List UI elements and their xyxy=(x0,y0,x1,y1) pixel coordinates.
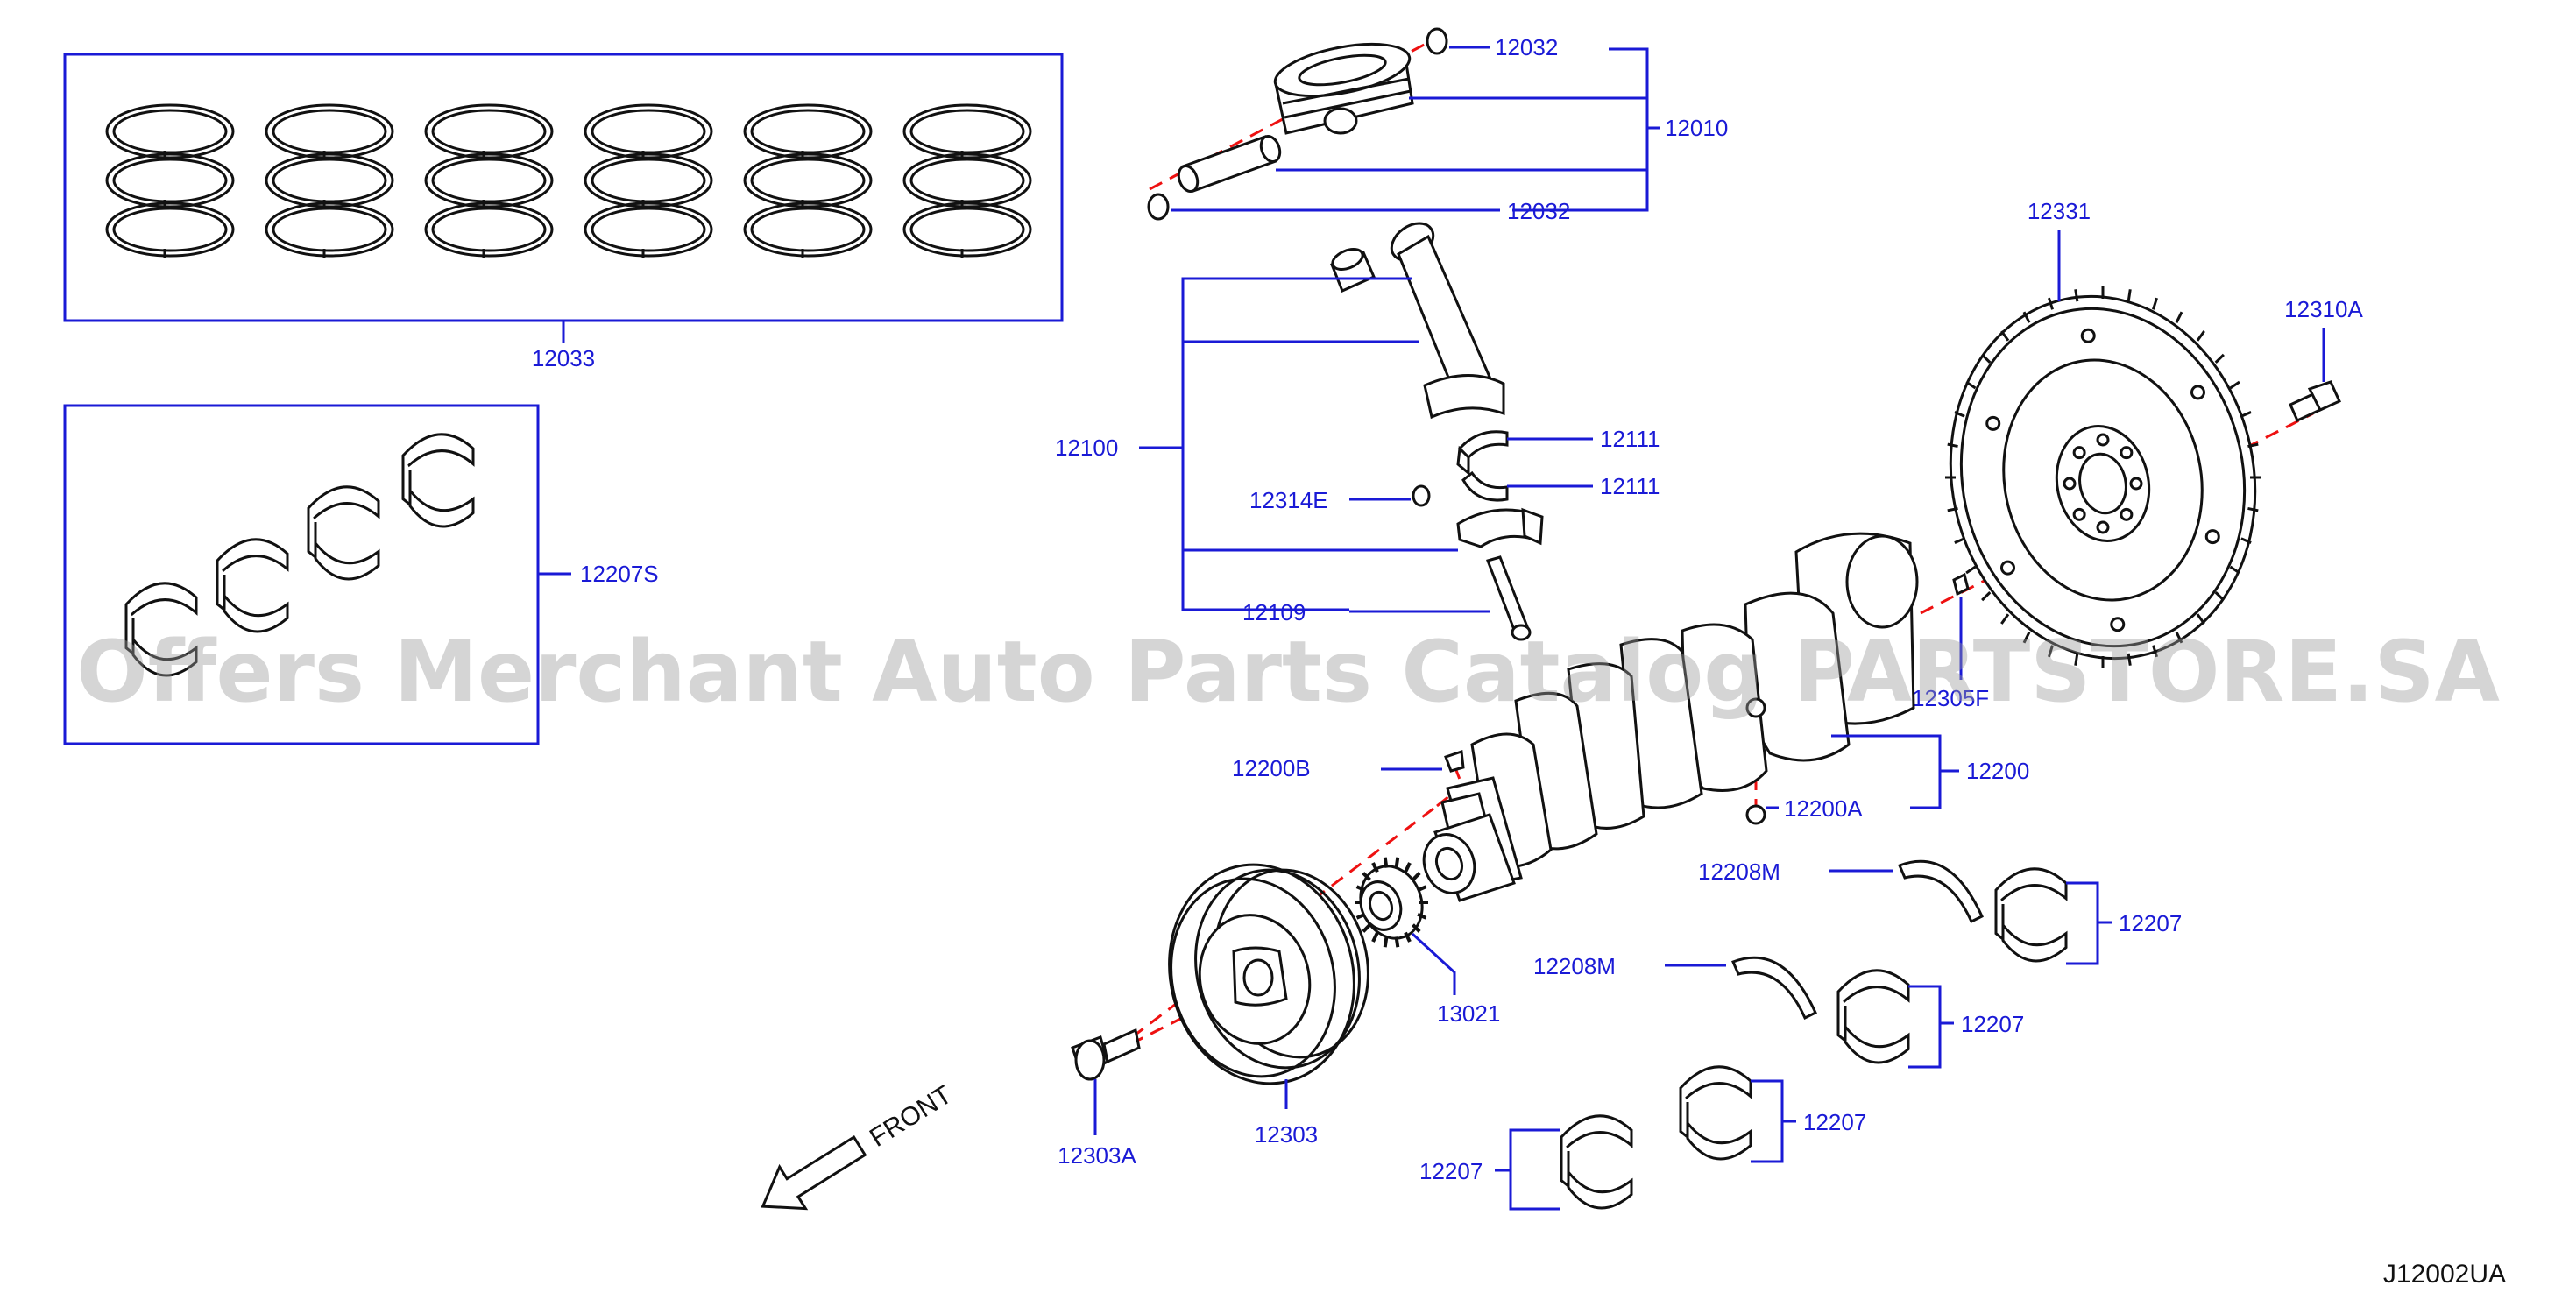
label-12109[interactable]: 12109 xyxy=(1242,599,1306,625)
label-12207-a[interactable]: 12207 xyxy=(2119,910,2182,936)
label-12033[interactable]: 12033 xyxy=(532,345,595,371)
flywheel-ring-gear xyxy=(1945,286,2261,668)
thrust-washer-upper xyxy=(1898,859,1984,924)
bearing-set-shell xyxy=(307,485,380,581)
woodruff-key-part xyxy=(1444,749,1465,773)
piston-ring-stack xyxy=(105,103,235,258)
bearing-set-shell xyxy=(216,538,289,633)
label-12032-bottom[interactable]: 12032 xyxy=(1507,198,1570,224)
leader-13021 xyxy=(1411,932,1456,995)
rod-bolt-part xyxy=(1486,555,1532,641)
rod-nut-part xyxy=(1412,484,1431,507)
flywheel-bolt-holes xyxy=(1985,328,2220,632)
connecting-rod-part xyxy=(1390,222,1505,420)
bracket-12010 xyxy=(1512,47,1649,212)
main-bearing-shell-a xyxy=(1994,867,2068,963)
bearing-set-group: 12207S xyxy=(63,404,659,745)
rod-cap-part xyxy=(1456,507,1544,548)
label-12111-a[interactable]: 12111 xyxy=(1600,426,1660,452)
piston-ring-stack xyxy=(424,103,554,258)
label-12200A[interactable]: 12200A xyxy=(1784,795,1863,822)
dowel-pin-part xyxy=(1952,572,1970,597)
front-axis-ext xyxy=(1436,790,1455,808)
label-12331[interactable]: 12331 xyxy=(2028,198,2091,224)
crankshaft-assembly: 12200B 12200 12200A xyxy=(1131,532,2029,1039)
bearing-set-shell xyxy=(401,433,475,528)
diagram-code: J12002UA xyxy=(2383,1260,2506,1289)
rod-bushing-part xyxy=(1330,248,1376,293)
label-13021[interactable]: 13021 xyxy=(1437,1000,1500,1027)
crank-plug-12200A xyxy=(1745,804,1766,825)
piston-ring-set-group: 12033 xyxy=(63,53,1064,371)
label-12200B[interactable]: 12200B xyxy=(1232,755,1311,781)
label-12200[interactable]: 12200 xyxy=(1966,758,2029,784)
front-indicator: FRONT xyxy=(761,1080,957,1211)
crank-sprocket-assembly: 13021 xyxy=(1355,857,1500,1027)
piston-ring-set-box xyxy=(63,53,1064,322)
snap-ring-bottom xyxy=(1147,193,1170,221)
flywheel-bolt-part xyxy=(2289,380,2341,423)
label-12207S[interactable]: 12207S xyxy=(580,561,659,587)
piston-ring-stack xyxy=(902,103,1032,258)
watermark-text: Offers Merchant Auto Parts Catalog PARTS… xyxy=(76,623,2500,721)
label-12305F[interactable]: 12305F xyxy=(1912,685,1989,711)
bracket-12207-c xyxy=(1751,1079,1784,1163)
crank-pulley-assembly: 12303A 12303 xyxy=(1058,863,1369,1169)
label-12314E[interactable]: 12314E xyxy=(1249,487,1328,513)
piston-part xyxy=(1273,42,1414,135)
front-label: FRONT xyxy=(865,1080,957,1153)
piston-pin-part xyxy=(1177,134,1282,194)
rod-bearing-upper-part xyxy=(1456,430,1509,477)
front-arrow-icon xyxy=(761,1134,867,1211)
label-12032-top[interactable]: 12032 xyxy=(1495,34,1558,60)
crank-pulley-part xyxy=(1168,863,1369,1085)
label-12207-d[interactable]: 12207 xyxy=(1419,1158,1483,1184)
label-12303A[interactable]: 12303A xyxy=(1058,1142,1136,1169)
piston-assembly: 12032 12010 12032 xyxy=(1147,27,1728,224)
label-12303[interactable]: 12303 xyxy=(1255,1121,1318,1148)
piston-ring-stack xyxy=(743,103,873,258)
pulley-bolt-part xyxy=(1071,1028,1141,1081)
main-bearing-shell-d xyxy=(1560,1114,1633,1210)
crank-plug-upper xyxy=(1745,697,1766,718)
label-12208M-a[interactable]: 12208M xyxy=(1698,858,1780,885)
thrust-washer-lower xyxy=(1731,956,1817,1021)
bracket-12207-a xyxy=(2066,881,2099,965)
rod-bearing-lower-part xyxy=(1461,470,1509,502)
label-12207-b[interactable]: 12207 xyxy=(1961,1011,2024,1037)
piston-ring-stack xyxy=(265,103,394,258)
label-12111-b[interactable]: 12111 xyxy=(1600,473,1660,499)
main-bearing-shells xyxy=(1560,867,2068,1210)
piston-ring-stacks xyxy=(105,103,1032,258)
bearing-set-shell xyxy=(124,582,198,677)
thrust-washer-group: 12208M 12208M xyxy=(1533,858,1984,1021)
main-bearing-group: 12207 12207 12207 12207 xyxy=(1419,867,2182,1211)
bearing-set-shells xyxy=(124,433,475,677)
main-bearing-shell-c xyxy=(1679,1065,1752,1161)
flywheel-part xyxy=(1945,286,2261,668)
crankshaft-part xyxy=(1422,532,1919,902)
piston-ring-stack xyxy=(584,103,713,258)
connecting-rod-assembly: 12100 12111 12111 12314E 12109 xyxy=(1055,222,1660,641)
label-12208M-b[interactable]: 12208M xyxy=(1533,953,1616,979)
label-12010[interactable]: 12010 xyxy=(1665,115,1728,141)
flywheel-assembly: 12331 12310A 12305F xyxy=(1912,198,2363,711)
snap-ring-top xyxy=(1426,27,1448,55)
bracket-12207-b xyxy=(1908,985,1942,1069)
bracket-12100 xyxy=(1181,277,1412,611)
bracket-12207-d xyxy=(1509,1128,1560,1211)
crank-sprocket-part xyxy=(1355,857,1428,948)
main-bearing-shell-b xyxy=(1836,969,1910,1064)
label-12310A[interactable]: 12310A xyxy=(2284,296,2363,322)
label-12100[interactable]: 12100 xyxy=(1055,435,1118,461)
label-12207-c[interactable]: 12207 xyxy=(1803,1109,1866,1135)
